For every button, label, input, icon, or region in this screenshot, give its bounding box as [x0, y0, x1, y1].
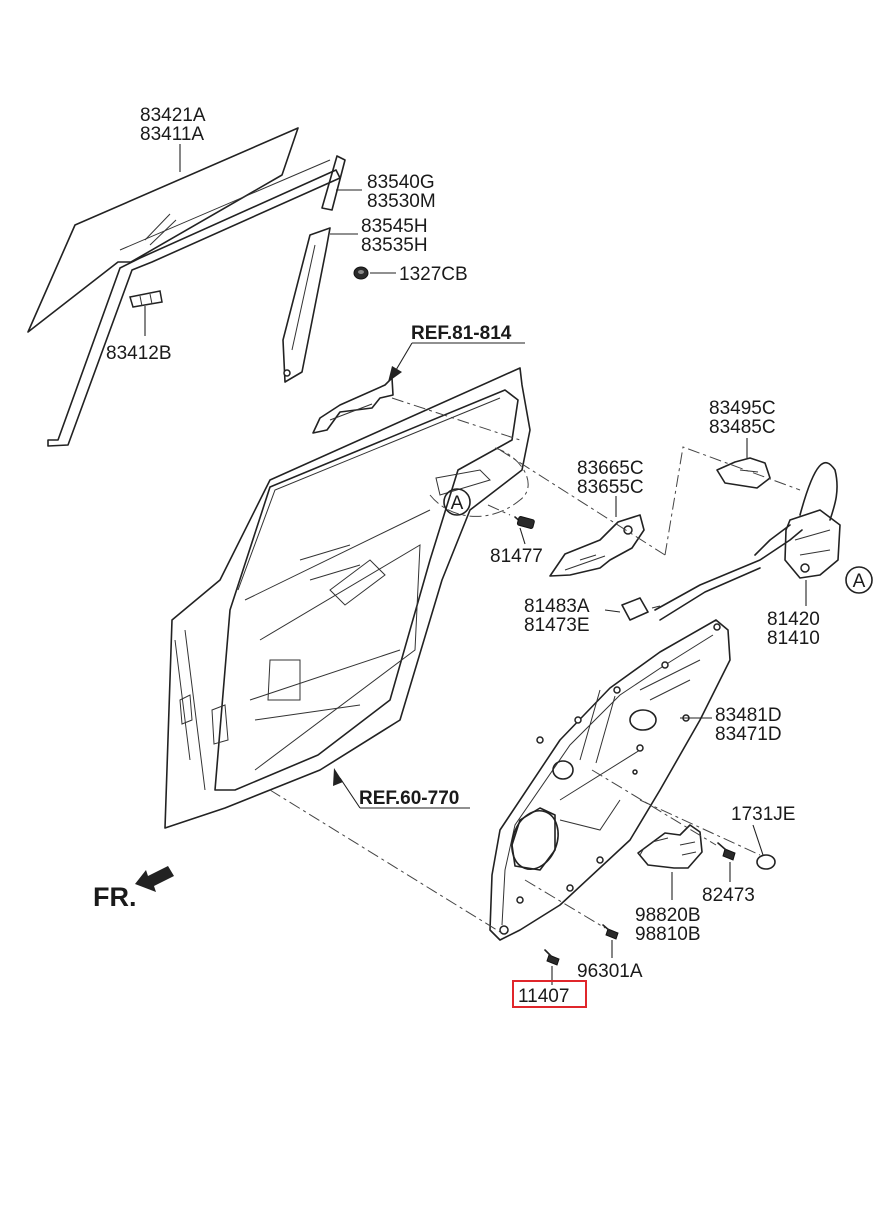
glass-run-channel: [47, 155, 346, 447]
label-run-channel-2: 83530M: [367, 191, 436, 212]
label-cable-bracket-1: 83495C: [709, 398, 776, 419]
label-motor-1: 98820B: [635, 905, 701, 926]
circle-a-marker-left: A: [443, 488, 471, 516]
label-run-front-2: 83535H: [361, 235, 428, 256]
label-highlight-part: 11407: [518, 986, 569, 1007]
leader-lines: [144, 144, 807, 985]
label-glass-2: 83411A: [140, 124, 204, 145]
label-latch-2: 81410: [767, 628, 820, 649]
window-regulator-panel: [489, 619, 731, 941]
svg-text:A: A: [853, 571, 866, 592]
glass-holder: [129, 290, 163, 308]
label-ref-top: REF.81-814: [411, 323, 512, 344]
inside-handle: [549, 514, 645, 577]
label-ref-bottom: REF.60-770: [359, 788, 459, 809]
screw-82473: [717, 842, 736, 861]
label-run-front-1: 83545H: [361, 216, 428, 237]
plug-1731je: [756, 854, 776, 870]
door-latch: [784, 509, 841, 579]
assembly-dashed-lines: [269, 397, 801, 936]
door-cables: [654, 461, 838, 621]
label-motor-2: 98810B: [635, 924, 701, 945]
label-latch-1: 81420: [767, 609, 820, 630]
label-rod-2: 81473E: [524, 615, 590, 636]
grommet: [353, 266, 369, 280]
ref-arrow-bottom: [333, 768, 470, 809]
label-glass-holder: 83412B: [106, 343, 172, 364]
highlight-box: [512, 980, 587, 1008]
ref-arrow-top: [388, 342, 525, 382]
door-glass: [27, 127, 299, 333]
label-rod-1: 81483A: [524, 596, 590, 617]
bolt-81477: [514, 516, 535, 529]
screw-11407: [544, 949, 560, 966]
label-screw-82473: 82473: [702, 885, 755, 906]
door-rod: [621, 597, 661, 621]
front-run-channel: [282, 227, 331, 383]
label-inside-handle-2: 83655C: [577, 477, 644, 498]
label-bolt-81477: 81477: [490, 546, 543, 567]
window-motor: [637, 824, 703, 869]
label-regulator-1: 83481D: [715, 705, 782, 726]
screw-96301a: [602, 924, 619, 940]
label-glass-1: 83421A: [140, 105, 206, 126]
label-regulator-2: 83471D: [715, 724, 782, 745]
part-labels: 83421A 83411A 83540G 83530M 83545H 83535…: [93, 105, 820, 1008]
label-run-channel-1: 83540G: [367, 172, 435, 193]
svg-text:A: A: [451, 493, 464, 514]
front-arrow-icon: [135, 866, 174, 892]
circle-a-marker-right: A: [845, 566, 873, 594]
label-grommet: 1327CB: [399, 264, 468, 285]
label-screw-96301a: 96301A: [577, 961, 643, 982]
label-inside-handle-1: 83665C: [577, 458, 644, 479]
door-panel: [164, 367, 531, 829]
label-front-marker: FR.: [93, 882, 137, 912]
label-cable-bracket-2: 83485C: [709, 417, 776, 438]
label-plug: 1731JE: [731, 804, 795, 825]
outside-handle: [312, 377, 394, 434]
